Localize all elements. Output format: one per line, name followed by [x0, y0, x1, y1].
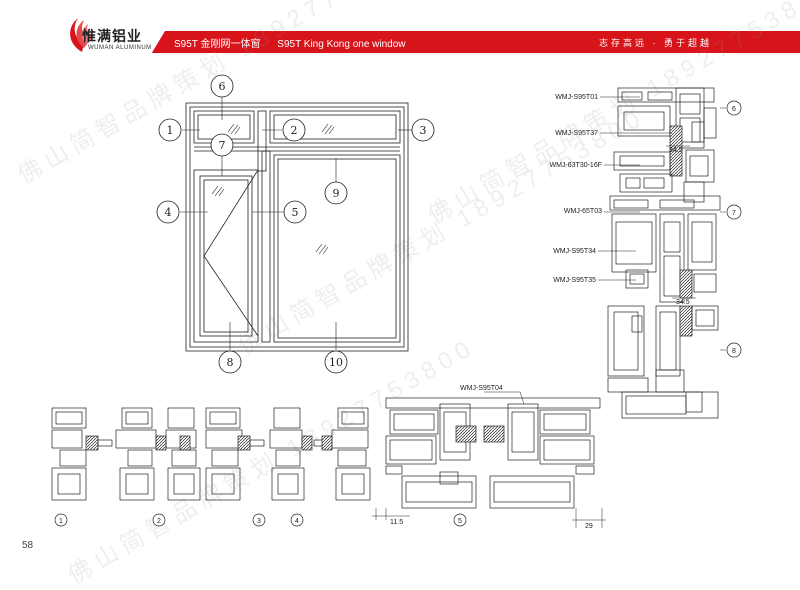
section-marker-8: 8 [732, 348, 736, 355]
page-title-cn: S95T 金刚网一体窗 [174, 39, 261, 50]
section-marker-1: 1 [59, 518, 63, 525]
brand-swirl-icon [70, 18, 94, 52]
callout-1: 1 [167, 124, 174, 137]
header-slogan: 志存高远 · 勇于超越 [599, 38, 712, 48]
section-marker-7: 7 [732, 210, 736, 217]
horizontal-section-drawing [51, 391, 606, 528]
callout-10: 10 [329, 356, 343, 369]
vertical-section-drawing [598, 87, 742, 419]
callout-6: 6 [219, 80, 226, 93]
profile-label-s95t34: WMJ-S95T34 [553, 248, 596, 255]
profile-label-63t30: WMJ-63T30-16F [549, 162, 602, 169]
dimension-label: 34.5 [676, 299, 690, 306]
page-header: 惟满铝业 WUMAN ALUMINUM S95T 金刚网一体窗 S95T Kin… [0, 0, 800, 72]
section-marker-5: 5 [458, 518, 462, 525]
section-marker-6: 6 [732, 106, 736, 113]
callout-2: 2 [291, 124, 298, 137]
profile-label-s95t35: WMJ-S95T35 [553, 277, 596, 284]
callout-7: 7 [219, 139, 226, 152]
profile-label-65t03: WMJ-65T03 [564, 208, 602, 215]
page-title-en: S95T King Kong one window [277, 39, 406, 50]
callout-9: 9 [333, 187, 340, 200]
page-number: 58 [22, 540, 34, 551]
profile-label-s95t37: WMJ-S95T37 [555, 130, 598, 137]
callout-3: 3 [420, 124, 427, 137]
profile-label-s95t01: WMJ-S95T01 [555, 94, 598, 101]
brand-logo [62, 8, 172, 64]
callout-8: 8 [227, 356, 234, 369]
dimension-label: 29 [585, 523, 593, 530]
section-marker-3: 3 [257, 518, 261, 525]
page-title: S95T 金刚网一体窗 S95T King Kong one window [174, 35, 420, 50]
window-elevation [156, 74, 435, 374]
callout-4: 4 [165, 206, 172, 219]
callout-5: 5 [292, 206, 299, 219]
section-marker-2: 2 [157, 518, 161, 525]
profile-label-s95t04: WMJ-S95T04 [460, 385, 503, 392]
brand-name: 惟满铝业 [82, 29, 142, 45]
header-red-bar [0, 31, 800, 53]
dimension-label: 34.5 [669, 147, 683, 154]
technical-drawing: 1 2 3 4 5 6 7 8 9 10 [51, 74, 742, 530]
dimension-label: 11.5 [390, 519, 403, 526]
section-marker-4: 4 [295, 518, 299, 525]
brand-name-en: WUMAN ALUMINUM [88, 45, 152, 51]
